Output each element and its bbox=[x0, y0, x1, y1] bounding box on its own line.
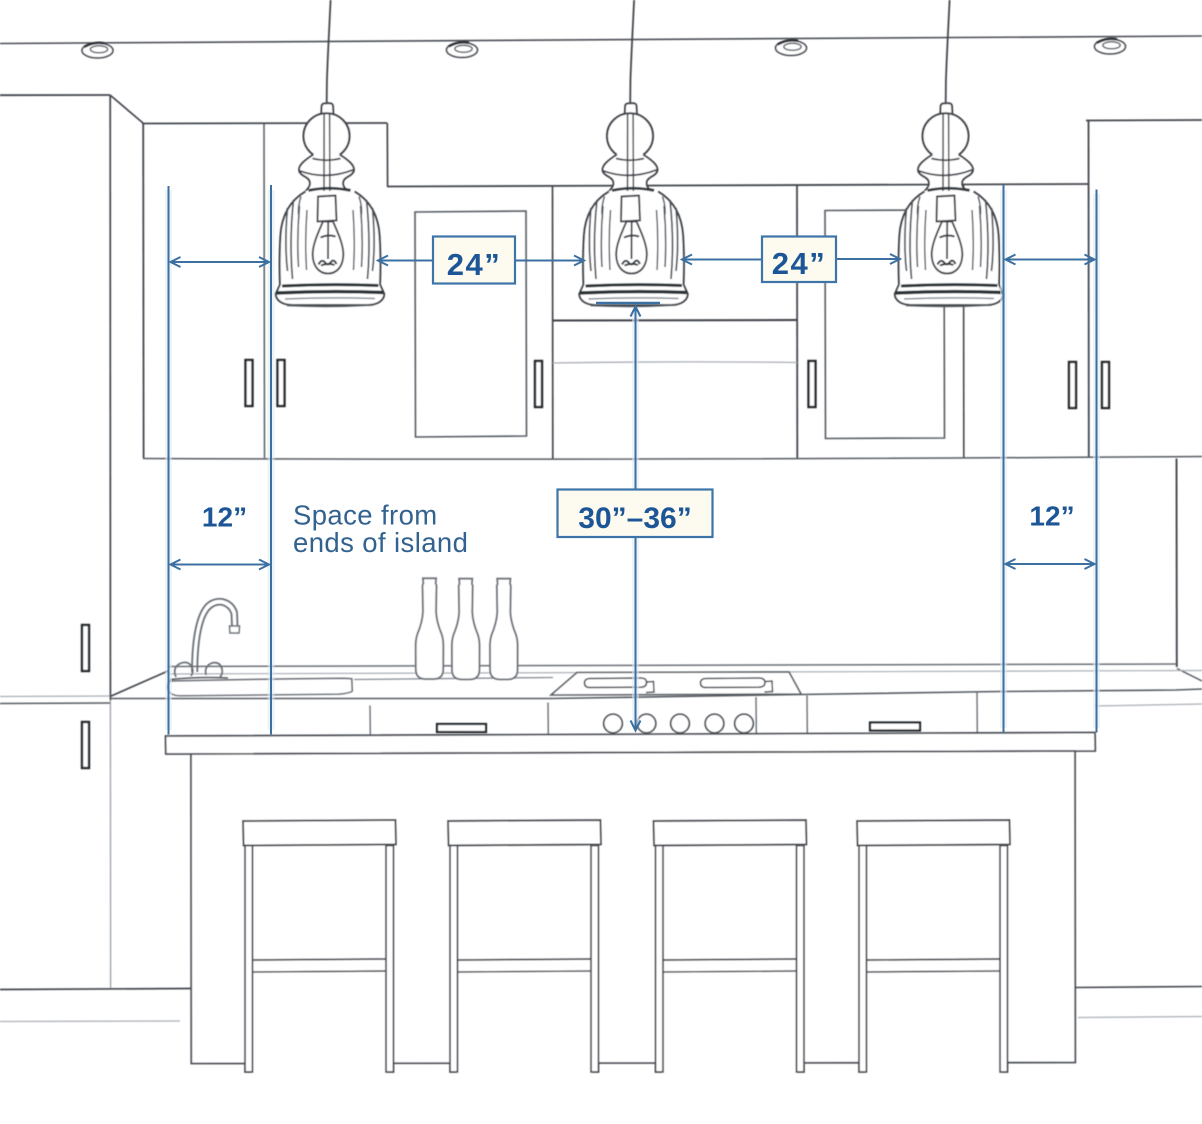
svg-text:ends of island: ends of island bbox=[293, 527, 468, 558]
svg-text:Space from: Space from bbox=[293, 500, 438, 531]
svg-text:30”–36”: 30”–36” bbox=[578, 502, 691, 535]
svg-text:12”: 12” bbox=[1029, 501, 1074, 532]
svg-text:24”: 24” bbox=[447, 247, 501, 282]
svg-text:24”: 24” bbox=[772, 246, 826, 281]
svg-text:12”: 12” bbox=[202, 502, 247, 533]
